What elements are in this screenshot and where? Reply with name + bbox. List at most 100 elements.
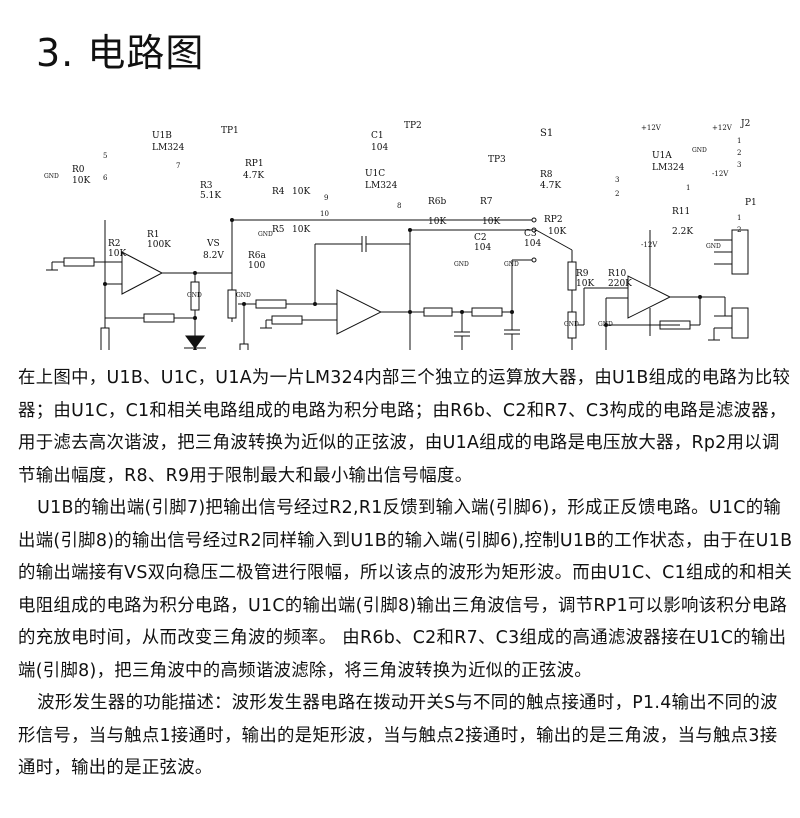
rp1-label: RP1 [245,159,264,169]
p1-connector [731,307,749,339]
pin9-label: 9 [324,194,328,202]
r5-label: R5 [272,225,285,235]
rp1-potentiometer [227,289,237,319]
r7-value: 10K [482,217,500,227]
r0-label: R0 [72,165,85,175]
c2-label: C2 [474,233,487,243]
gnd-label-5: GND [454,261,469,268]
vs-label: VS [206,239,220,249]
u1b-opamp-symbol [121,251,164,295]
r6b-value: 10K [428,217,446,227]
gnd-label-1: GND [44,173,59,180]
pin6-label: 6 [103,174,108,182]
u1a-part: LM324 [652,163,685,173]
vs-value: 8.2V [203,251,224,261]
r6b-resistor [423,307,453,317]
r6b-label: R6b [428,197,447,207]
r9-value: 10K [576,279,594,289]
u1c-label: U1C [365,169,385,179]
r10-label: R10 [608,269,627,279]
r7-resistor [471,307,503,317]
gnd-label-10: GND [706,243,721,250]
r2-value: 10K [108,249,126,259]
r3-label: R3 [200,181,213,191]
r5-value: 10K [292,225,310,235]
rp2-label: RP2 [544,215,563,225]
r3-value: 5.1K [200,191,221,201]
r8-label: R8 [540,170,553,180]
r4-resistor [255,299,287,309]
gnd-label-3: GND [236,292,251,299]
r1-resistor [143,313,175,323]
u1c-opamp-symbol [336,289,383,335]
u1a-pin3: 3 [615,176,619,184]
u1b-label: U1B [152,131,172,141]
r4-value: 10K [292,187,310,197]
paragraph-2: U1B的输出端(引脚7)把输出信号经过R2,R1反馈到输入端(引脚6)，形成正反… [18,498,793,681]
r8-resistor [567,261,577,291]
vs-zener-lower [192,347,198,350]
u1a-pin1: 1 [686,184,690,192]
p1-label: P1 [745,198,757,208]
paragraph-1: 在上图中，U1B、U1C，U1A为一片LM324内部三个独立的运算放大器，由U1… [18,368,791,486]
pin5-label: 5 [103,152,107,160]
j2-pin1: 1 [737,137,741,145]
j2-vplus: +12V [712,124,733,132]
r11-value: 2.2K [672,227,693,237]
rp2-value: 10K [548,227,566,237]
r6a-value: 100 [248,261,265,271]
pin7-label: 7 [176,162,180,170]
r10-value: 220K [608,279,632,289]
r0-resistor [63,257,95,267]
section-title: 3. 电路图 [36,31,205,75]
tp1-label: TP1 [221,126,239,136]
circuit-schematic: TP1 TP2 TP3 C1 104 S1 U1B LM324 U1C LM32… [44,119,757,350]
c3-value: 104 [524,239,541,249]
r0-value: 10K [72,176,90,186]
tp3-label: TP3 [488,155,506,165]
r2-label: R2 [108,239,121,249]
u1a-vminus: -12V [641,241,658,249]
j2-vminus: -12V [712,170,729,178]
p1-pin1: 1 [737,214,741,222]
paragraph-3: 波形发生器的功能描述：波形发生器电路在拨动开关S与不同的触点接通时，P1.4输出… [18,693,778,778]
u1c-part: LM324 [365,181,398,191]
r9-label: R9 [576,269,589,279]
c1-value: 104 [371,143,388,153]
p1-pin2: 2 [737,226,741,234]
gnd-label-9: GND [692,147,707,154]
r6a-resistor [239,343,249,350]
r2-resistor [100,327,110,350]
r4-label: R4 [272,187,285,197]
pin8-label: 8 [397,202,401,210]
u1b-part: LM324 [152,143,185,153]
j2-connector [731,229,749,275]
j2-label: J2 [740,119,750,129]
u1a-pin2: 2 [615,190,619,198]
r8-value: 4.7K [540,181,561,191]
r6a-label: R6a [248,251,267,261]
j2-pin3: 3 [737,161,741,169]
gnd-label-6: GND [504,261,519,268]
r5-resistor [271,315,303,325]
gnd-label-7: GND [564,321,579,328]
u1a-vplus: +12V [641,124,662,132]
gnd-label-8: GND [598,321,613,328]
j2-pin2: 2 [737,149,741,157]
pin10-label: 10 [320,210,329,218]
u1a-label: U1A [652,151,672,161]
gnd-label-2: GND [187,292,202,299]
r7-label: R7 [480,197,493,207]
article-body: 在上图中，U1B、U1C，U1A为一片LM324内部三个独立的运算放大器，由U1… [18,362,793,785]
r11-label: R11 [672,207,690,217]
c2-value: 104 [474,243,491,253]
s1-switch-lever [535,229,573,251]
rp1-value: 4.7K [243,171,264,181]
r1-label: R1 [147,230,160,240]
vs-zener-upper [185,335,205,349]
tp2-label: TP2 [404,121,422,131]
r1-value: 100K [147,240,171,250]
gnd-label-4: GND [258,231,273,238]
c3-label: C3 [524,229,537,239]
c1-label: C1 [371,131,384,141]
